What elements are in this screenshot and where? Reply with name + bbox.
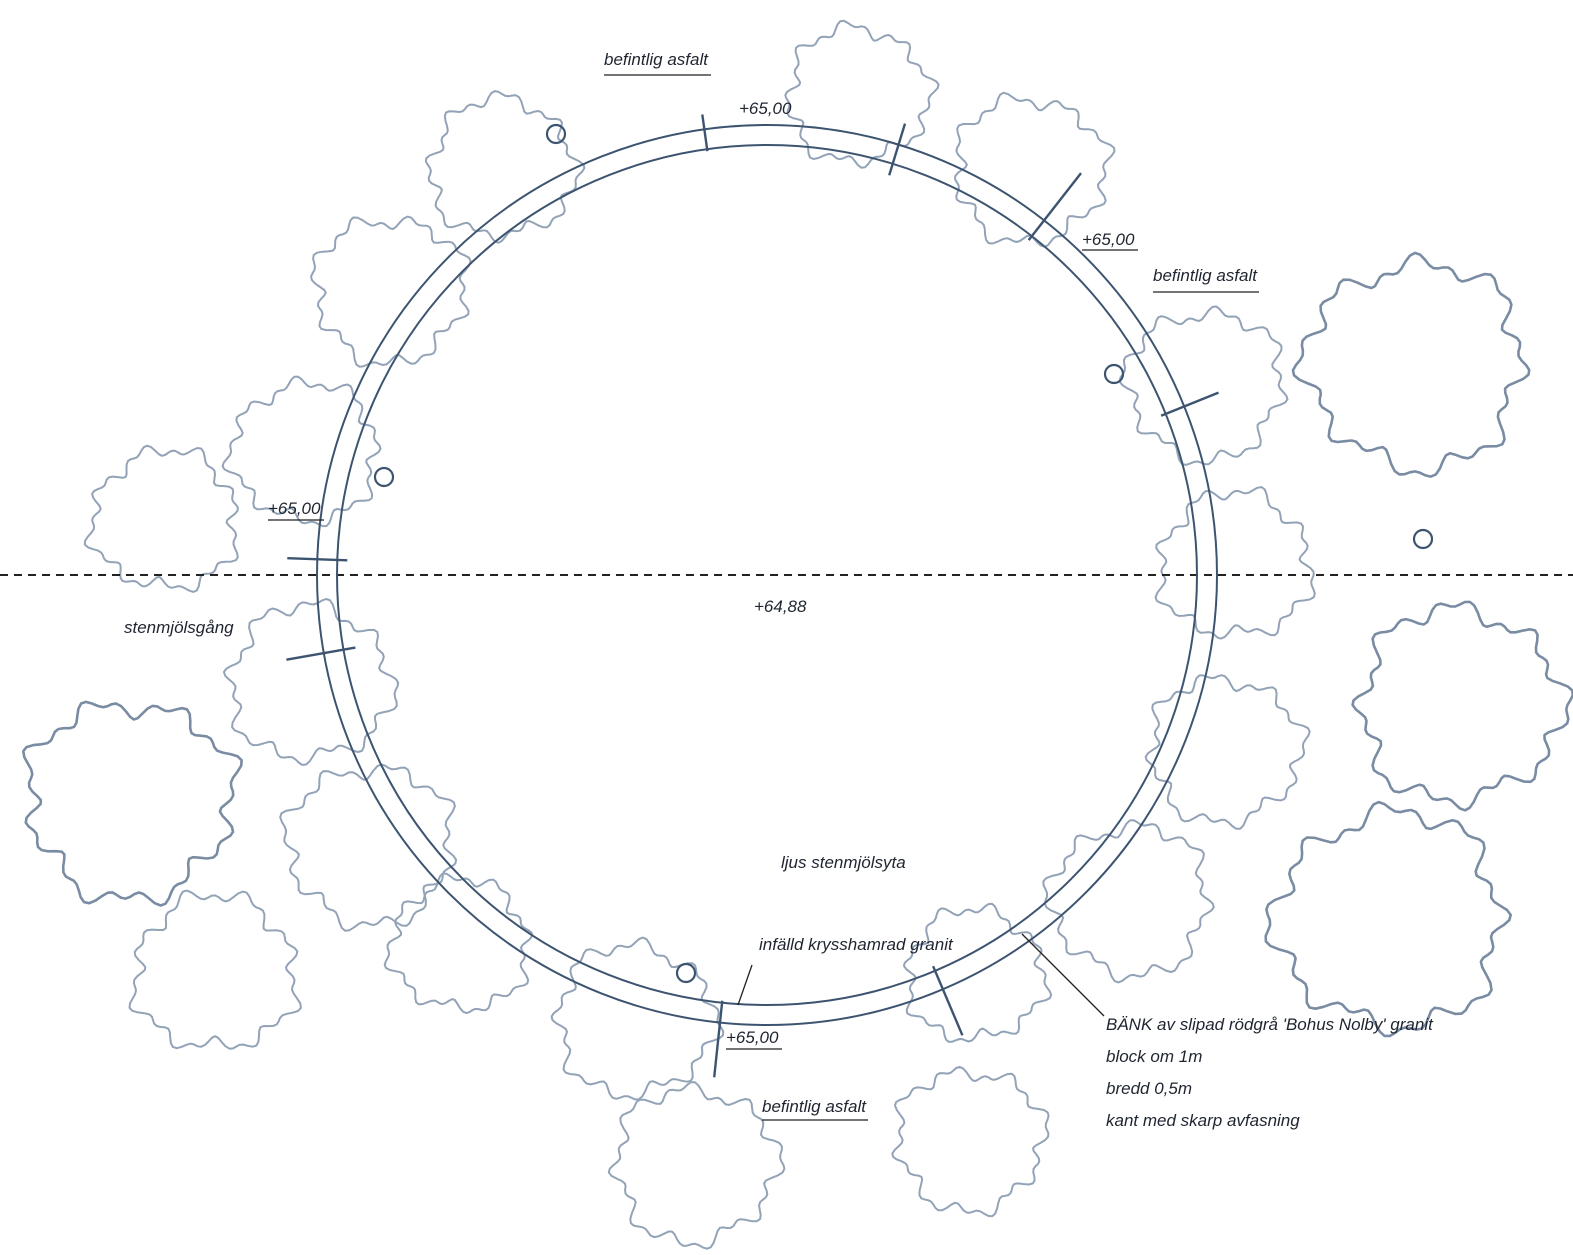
tree-canopy [1154, 486, 1316, 640]
tree-canopy [83, 444, 239, 593]
granite-leader-line [737, 964, 753, 1006]
tree-canopy [1144, 674, 1311, 830]
tree-canopy [903, 902, 1053, 1043]
tree-canopy [1351, 600, 1573, 812]
bench-joint-mark [931, 965, 964, 1036]
bench-joint-mark [701, 114, 709, 152]
bench-note-line1: BÄNK av slipad rödgrå 'Bohus Nolby' gran… [1106, 1015, 1434, 1034]
label-level-left: +65,00 [268, 499, 321, 518]
bench-joint-marks [286, 114, 1219, 1078]
tree-canopy [279, 763, 458, 932]
tree-canopy [221, 375, 382, 528]
bench-note-line4: kant med skarp avfasning [1106, 1111, 1300, 1130]
bench-ring-outer [316, 124, 1218, 1026]
bench-joint-mark [287, 557, 348, 562]
label-asphalt-top: befintlig asfalt [604, 50, 709, 69]
tree-trunk-marker [1103, 363, 1125, 385]
bench-ring-inner [336, 144, 1198, 1006]
tree-canopy [223, 598, 400, 766]
tree-canopy [128, 889, 302, 1050]
tree-canopy [1118, 305, 1289, 466]
tree-canopy [22, 700, 243, 907]
bench-joint-mark [1160, 391, 1219, 417]
tree-canopy [607, 1081, 786, 1250]
tree-canopy [1042, 819, 1215, 984]
tree-trunk-marker [373, 466, 395, 488]
tree-canopy [1264, 800, 1512, 1038]
tree-canopies [22, 19, 1573, 1250]
tree-trunk-marker [545, 123, 567, 145]
tree-canopy [784, 19, 940, 169]
tree-canopy [310, 215, 472, 368]
bench-joint-mark [713, 1000, 724, 1078]
tree-canopy [424, 90, 586, 244]
label-level-bottom: +65,00 [726, 1028, 779, 1047]
bench-note-line2: block om 1m [1106, 1047, 1202, 1066]
bench-leader-line [1021, 933, 1105, 1017]
tree-trunk-marker [675, 962, 697, 984]
tree-trunks [373, 123, 1434, 984]
tree-canopy [891, 1065, 1050, 1218]
bench-joint-mark [286, 646, 356, 661]
bench-joint-mark [888, 123, 907, 176]
tree-canopy [1291, 251, 1531, 478]
tree-canopy [383, 872, 534, 1015]
label-gravel-surface: ljus stenmjölsyta [781, 853, 906, 872]
label-level-upper-right: +65,00 [1082, 230, 1135, 249]
bench-joint-mark [1027, 172, 1082, 241]
label-asphalt-right: befintlig asfalt [1153, 266, 1258, 285]
tree-canopy [550, 936, 725, 1101]
label-granite-inlay: infälld krysshamrad granit [759, 935, 954, 954]
bench-note-line3: bredd 0,5m [1106, 1079, 1192, 1098]
label-level-center: +64,88 [754, 597, 807, 616]
tree-trunk-marker [1412, 528, 1434, 550]
label-level-top: +65,00 [739, 99, 792, 118]
tree-canopy [954, 91, 1116, 248]
label-asphalt-bottom: befintlig asfalt [762, 1097, 867, 1116]
label-gravel-path: stenmjölsgång [124, 618, 234, 637]
